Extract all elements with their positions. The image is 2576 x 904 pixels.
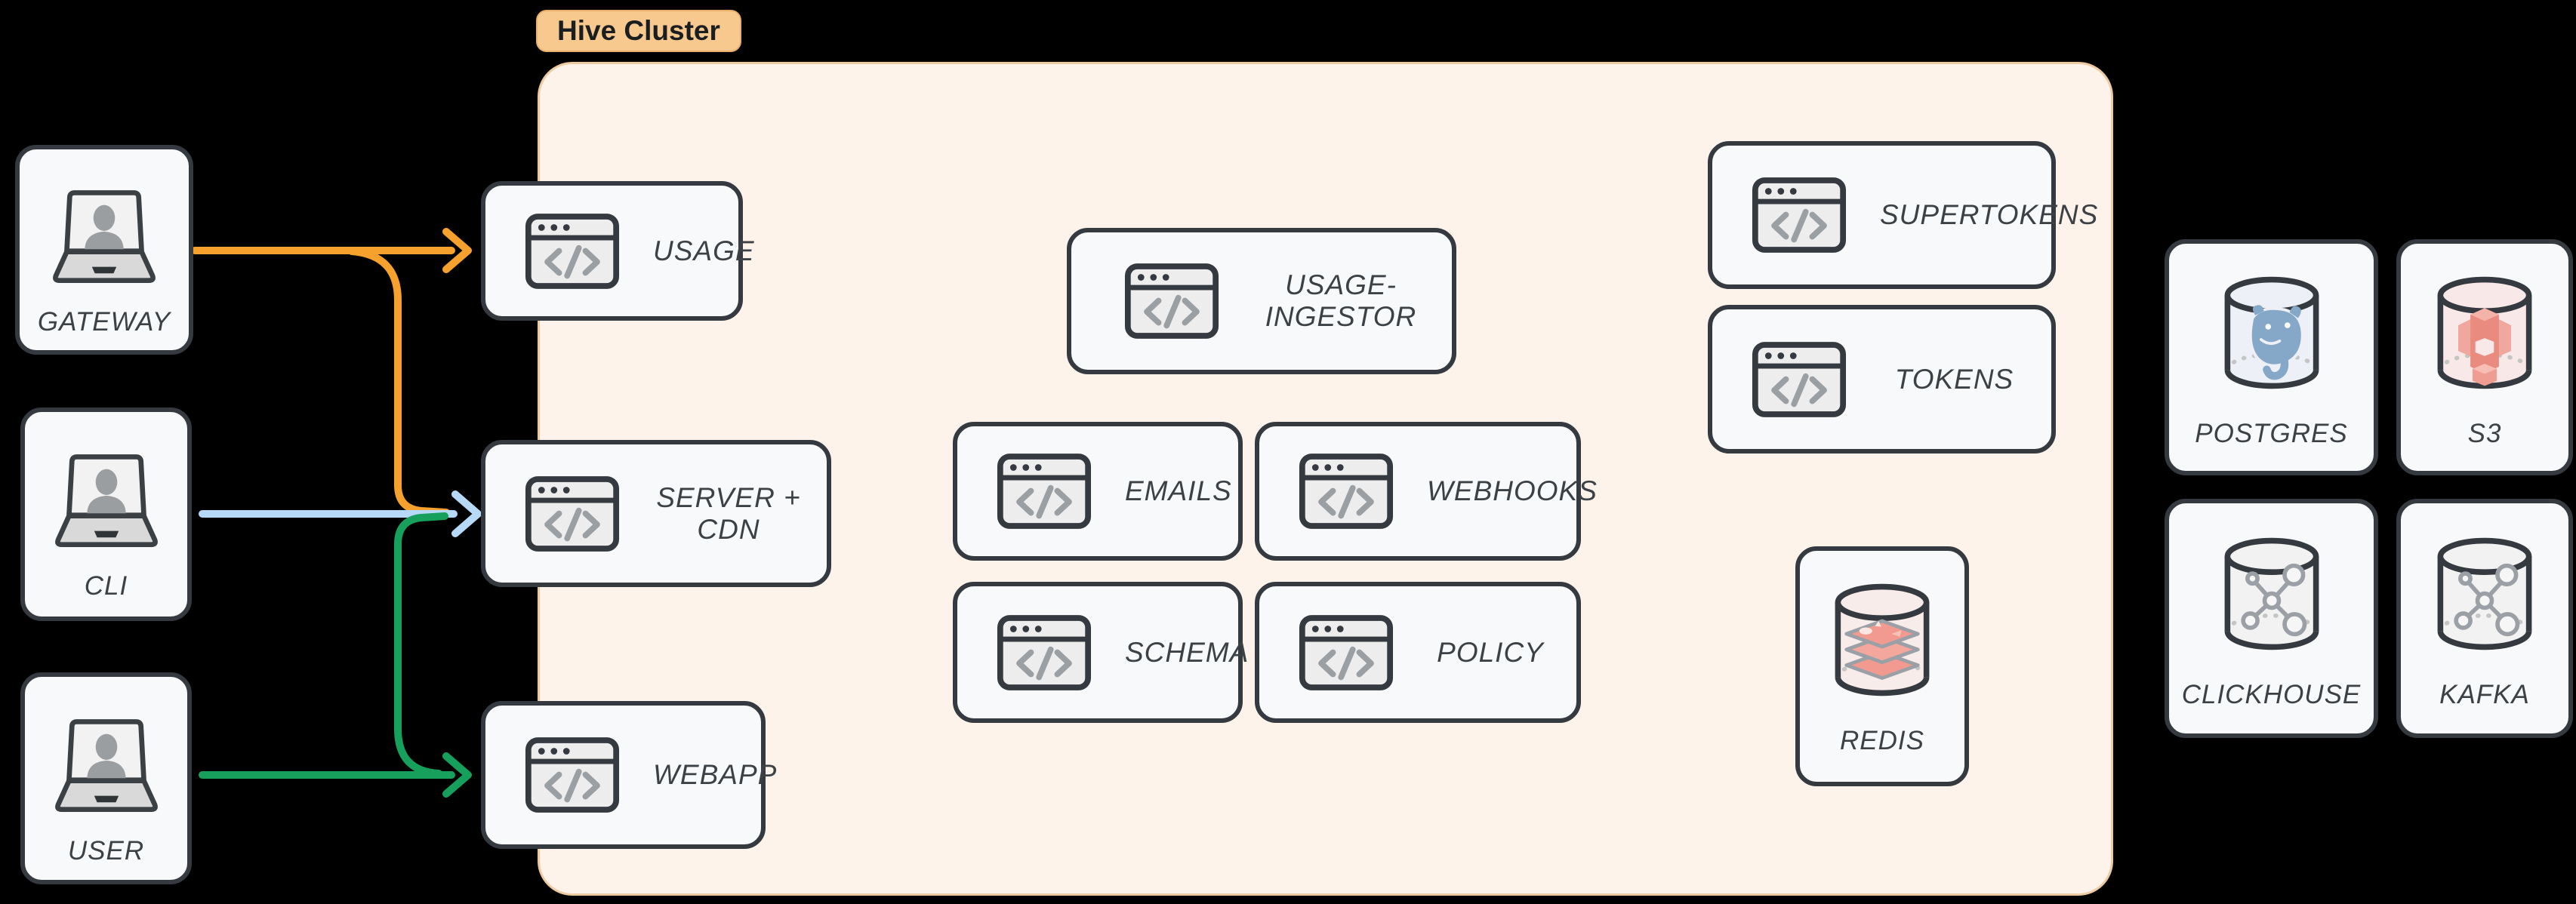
service-label: TOKENS	[1894, 363, 2014, 395]
datastore-label: KAFKA	[2439, 680, 2530, 709]
database-cylinder-icon	[1829, 581, 1936, 699]
arrow-user-to-webapp	[199, 512, 472, 798]
code-window-icon	[525, 475, 620, 552]
datastore-node-clickhouse: CLICKHOUSE	[2165, 499, 2378, 738]
code-window-icon	[997, 614, 1092, 691]
client-label: USER	[67, 836, 145, 866]
database-cylinder-icon	[2218, 274, 2325, 392]
datastore-node-kafka: KAFKA	[2396, 499, 2573, 738]
code-window-icon	[1752, 341, 1847, 418]
service-label: WEBAPP	[653, 759, 778, 790]
service-label: SERVER + CDN	[656, 481, 801, 545]
laptop-user-icon	[45, 448, 168, 556]
service-label: POLICY	[1437, 636, 1544, 668]
service-label: USAGE-INGESTOR	[1265, 269, 1417, 332]
code-window-icon	[1124, 263, 1219, 340]
code-window-icon	[525, 736, 620, 813]
client-label: CLI	[84, 571, 128, 601]
database-cylinder-icon	[2431, 274, 2538, 392]
arrow-cli-to-server	[199, 490, 482, 537]
hive-cluster-tag: Hive Cluster	[536, 10, 741, 52]
code-window-icon	[1299, 614, 1394, 691]
service-label: WEBHOOKS	[1427, 475, 1598, 506]
laptop-user-icon	[45, 713, 168, 821]
datastore-label: CLICKHOUSE	[2181, 680, 2362, 709]
arrow-gateway-to-usage	[191, 228, 472, 516]
client-node-cli: CLI	[20, 407, 192, 621]
service-node-usage-ingestor: USAGE-INGESTOR	[1067, 228, 1456, 374]
datastore-node-s3: S3	[2396, 239, 2573, 475]
service-node-schema: SCHEMA	[953, 582, 1248, 723]
client-label: GATEWAY	[37, 307, 171, 337]
service-node-policy: POLICY	[1255, 582, 1581, 723]
service-label: SUPERTOKENS	[1880, 199, 2099, 230]
datastore-node-redis: REDIS	[1795, 546, 1969, 786]
datastore-label: REDIS	[1840, 726, 1924, 755]
database-cylinder-icon	[2431, 535, 2538, 653]
datastore-label: S3	[2467, 419, 2502, 448]
service-node-webhooks: WEBHOOKS	[1255, 422, 1597, 561]
database-cylinder-icon	[2218, 535, 2325, 653]
service-label: EMAILS	[1125, 475, 1232, 506]
redis-stack-icon	[1847, 621, 1918, 678]
code-window-icon	[1299, 453, 1394, 530]
datastore-label: POSTGRES	[2195, 419, 2348, 448]
service-node-server-cdn: SERVER + CDN	[481, 440, 831, 587]
service-node-emails: EMAILS	[953, 422, 1243, 561]
service-label: USAGE	[653, 235, 755, 266]
code-window-icon	[1752, 177, 1847, 254]
client-node-user: USER	[20, 672, 192, 884]
service-node-usage: USAGE	[481, 181, 754, 321]
client-node-gateway: GATEWAY	[15, 145, 193, 355]
service-label: SCHEMA	[1125, 636, 1249, 668]
service-node-tokens: TOKENS	[1708, 305, 2056, 454]
laptop-user-icon	[43, 184, 165, 292]
service-node-webapp: WEBAPP	[481, 701, 776, 849]
datastore-node-postgres: POSTGRES	[2165, 239, 2378, 475]
service-node-supertokens: SUPERTOKENS	[1708, 141, 2097, 289]
code-window-icon	[525, 213, 620, 290]
code-window-icon	[997, 453, 1092, 530]
